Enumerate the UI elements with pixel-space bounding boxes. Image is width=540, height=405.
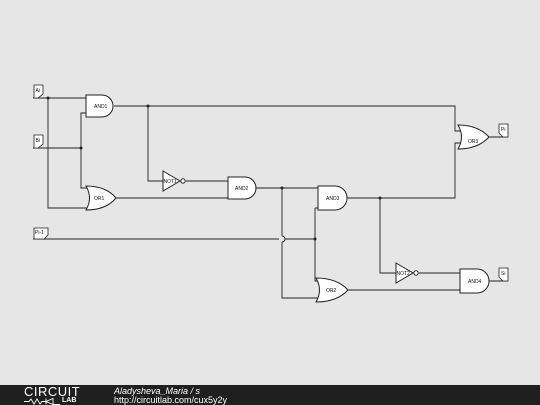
input-label-pi-prev: Pi-1 (35, 230, 44, 236)
gate-label-and3: AND3 (326, 196, 340, 202)
input-port-pi-prev[interactable]: Pi-1 (33, 227, 49, 240)
output-port-pi[interactable]: Pi (498, 123, 509, 138)
gate-or1[interactable]: OR1 (85, 185, 117, 211)
wire-and2-to-or2-lower (281, 242, 318, 299)
output-label-si: Si (501, 271, 505, 277)
wire-pi-prev-to-and3 (314, 207, 318, 282)
wire-and1-to-not1 (147, 106, 163, 182)
gate-and2[interactable]: AND2 (227, 176, 257, 200)
input-label-ai: Ai (36, 88, 40, 94)
wire-bi (33, 112, 86, 149)
author-line: Aladysheva_Maria / s (114, 386, 201, 396)
gate-label-not2: NOT2 (397, 271, 411, 277)
junction-pi-prev (313, 237, 317, 241)
gate-label-or2: OR2 (326, 288, 337, 294)
gate-label-and4: AND4 (468, 279, 482, 285)
gate-and3[interactable]: AND3 (317, 185, 348, 211)
wire-bi-to-or1 (80, 148, 89, 189)
input-port-ai[interactable]: Ai (33, 84, 44, 99)
input-label-bi: Bi (36, 138, 40, 144)
gate-label-not1: NOT1 (164, 179, 178, 185)
junctions (46, 96, 382, 241)
junction-and2-out (280, 186, 284, 190)
schematic-canvas[interactable]: Ai Bi Pi-1 Pi Si AND1 OR1 (0, 0, 540, 385)
junction-and3-out (378, 196, 382, 200)
resistor-logo-icon (24, 398, 60, 405)
junction-ai (46, 96, 50, 100)
gate-label-or1: OR1 (94, 196, 105, 202)
circuit-url-link[interactable]: http://circuitlab.com/cux5y2y (114, 395, 228, 405)
output-port-si[interactable]: Si (498, 267, 509, 282)
gate-or3[interactable]: OR3 (457, 124, 490, 150)
gate-label-and1: AND1 (94, 104, 108, 110)
output-label-pi: Pi (501, 127, 505, 133)
wire-and3-to-or3 (346, 142, 462, 199)
junction-bi (79, 146, 83, 150)
wire-and3-to-not2 (379, 198, 396, 274)
gate-label-and2: AND2 (235, 186, 249, 192)
wire-hop (281, 235, 286, 243)
circuitlab-logo-text: CIRCUIT (24, 384, 81, 399)
gate-not2[interactable]: NOT2 (395, 262, 419, 284)
gate-not1[interactable]: NOT1 (162, 170, 186, 192)
gate-label-or3: OR3 (468, 139, 479, 145)
gate-and4[interactable]: AND4 (459, 268, 490, 294)
wires (33, 97, 508, 299)
footer-bar: CIRCUIT LAB Aladysheva_Maria / s http://… (0, 385, 540, 405)
gate-and1[interactable]: AND1 (85, 94, 114, 118)
junction-and1-out (146, 104, 150, 108)
circuitlab-logo-lab: LAB (62, 397, 77, 404)
wire-ai-to-or1 (47, 98, 89, 209)
input-port-bi[interactable]: Bi (33, 134, 44, 149)
gate-or2[interactable]: OR2 (315, 277, 349, 303)
wire-and1-to-or3 (114, 105, 460, 132)
